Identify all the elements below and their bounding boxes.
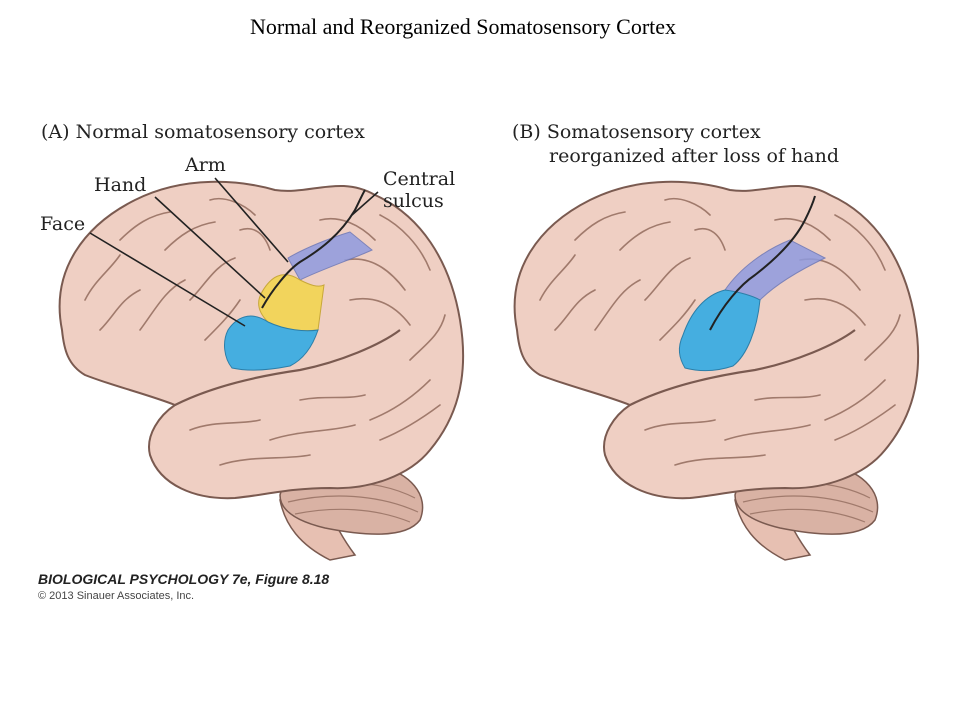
face-region [224, 315, 319, 371]
arm-leader-line [214, 177, 289, 263]
central-sulcus-line [261, 189, 366, 309]
central-sulcus-label-line1: Central [383, 168, 456, 190]
figure-credit: BIOLOGICAL PSYCHOLOGY 7e, Figure 8.18 [38, 571, 330, 587]
panel-b-title-line2: reorganized after loss of hand [549, 145, 840, 167]
slide-title: Normal and Reorganized Somatosensory Cor… [249, 14, 677, 39]
hand-leader-line [154, 196, 266, 299]
arm-region-reorganized [724, 239, 827, 301]
face-leader-line [89, 232, 246, 327]
central-sulcus-label-line2: sulcus [383, 190, 444, 212]
brain-reorganized [513, 180, 920, 562]
panel-b-title-line1: (B) Somatosensory cortex [512, 121, 761, 143]
central-sulcus-line-b [709, 195, 816, 331]
panel-a-title: (A) Normal somatosensory cortex [41, 121, 365, 143]
arm-region [287, 231, 373, 281]
face-region-expanded [678, 289, 761, 372]
arm-label: Arm [185, 154, 226, 176]
hand-label: Hand [94, 174, 147, 196]
copyright-notice: © 2013 Sinauer Associates, Inc. [38, 590, 195, 602]
central-sulcus-leader-line [351, 191, 379, 216]
face-label: Face [40, 213, 86, 235]
brain-normal [58, 177, 465, 562]
